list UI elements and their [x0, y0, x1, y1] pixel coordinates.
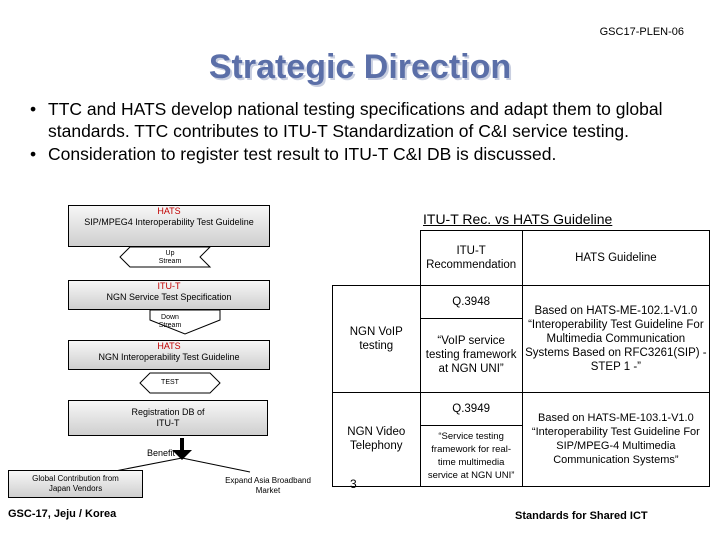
global-connector-icon: [109, 457, 183, 473]
registration-db-box: Registration DB of ITU-T: [68, 400, 268, 436]
page-number: 3: [350, 477, 357, 491]
down-stream-arrow-icon: [149, 309, 221, 335]
expand-connector-icon: [181, 457, 251, 473]
table-row: “VoIP service testing framework at NGN U…: [333, 318, 710, 393]
down-stream-label: Down Stream: [158, 314, 182, 329]
rec-number-cell: Q.3949: [419, 391, 523, 426]
box-org: HATS: [157, 206, 181, 216]
diagram-arrows: [109, 246, 251, 473]
bullet-item: • TTC and HATS develop national testing s…: [22, 98, 702, 142]
footer-location: GSC-17, Jeju / Korea: [8, 508, 117, 520]
guideline-cell: Based on HATS-ME-103.1-V1.0 “Interoperab…: [521, 391, 711, 487]
table-header-row: ITU-T Recommendation HATS Guideline: [332, 230, 711, 286]
rec-desc-cell: “VoIP service testing framework at NGN U…: [419, 318, 523, 393]
table-title: ITU-T Rec. vs HATS Guideline: [423, 211, 613, 227]
bullet-text: Consideration to register test result to…: [48, 144, 557, 164]
rec-desc-cell: “Service testing framework for real-time…: [419, 424, 523, 487]
box-org: ITU-T: [157, 281, 181, 291]
comparison-table: ITU-T Recommendation HATS Guideline NGN …: [332, 230, 711, 487]
box-text: Registration DB of ITU-T: [131, 407, 205, 428]
box-text: NGN Interoperability Test Guideline: [98, 352, 240, 362]
up-stream-arrow-icon: [119, 246, 212, 268]
bullet-list: • TTC and HATS develop national testing s…: [22, 98, 702, 166]
test-label: TEST: [161, 379, 179, 386]
footer-tagline: Standards for Shared ICT: [515, 510, 648, 522]
bullet-item: • Consideration to register test result t…: [22, 143, 702, 165]
table-header-cell: ITU-T Recommendation: [419, 230, 523, 286]
table-row: NGN VoIP testing Q.3948 Based on HATS-ME…: [332, 284, 711, 393]
table-row: NGN Video Telephony Q.3949 Based on HATS…: [332, 391, 711, 487]
box-org: HATS: [157, 341, 181, 351]
test-arrow-icon: [139, 372, 221, 394]
benefit-arrow-icon: [172, 438, 192, 460]
row-label-cell: NGN VoIP testing: [332, 284, 421, 393]
row-label-cell: NGN Video Telephony: [332, 391, 421, 487]
global-contribution-box: Global Contribution from Japan Vendors: [8, 470, 143, 498]
slide-title: Strategic Direction: [208, 48, 512, 86]
benefit-label: Benefit: [147, 448, 176, 458]
rec-number-cell: Q.3948: [419, 284, 523, 320]
bullet-text: TTC and HATS develop national testing sp…: [48, 99, 663, 141]
box-text: NGN Service Test Specification: [106, 292, 232, 302]
guideline-cell: Based on HATS-ME-102.1-V1.0 “Interoperab…: [521, 284, 711, 393]
box-text: Global Contribution from Japan Vendors: [32, 474, 119, 493]
table-row: “Service testing framework for real-time…: [333, 424, 710, 487]
hats-ngn-box: HATS NGN Interoperability Test Guideline: [68, 340, 270, 370]
up-stream-label: Up Stream: [158, 250, 182, 265]
box-text: SIP/MPEG4 Interoperability Test Guidelin…: [84, 217, 254, 227]
expand-asia-label: Expand Asia Broadband Market: [225, 476, 311, 495]
bullet-dot-icon: •: [30, 144, 37, 164]
table-corner-cell: [332, 230, 421, 286]
table-header-cell: HATS Guideline: [521, 230, 711, 286]
bullet-dot-icon: •: [30, 99, 37, 119]
document-id: GSC17-PLEN-06: [599, 26, 684, 38]
itu-ngn-box: ITU-T NGN Service Test Specification: [68, 280, 270, 310]
